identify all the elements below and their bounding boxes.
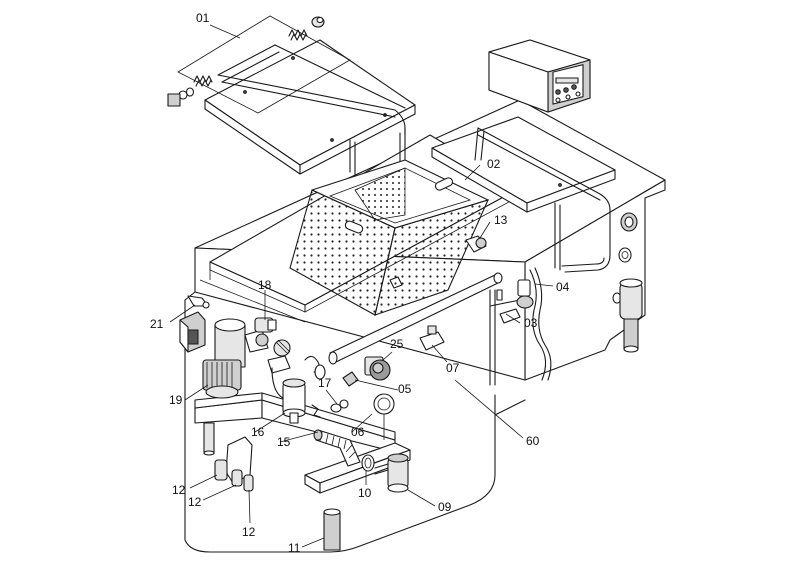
callout-13: 13 <box>494 213 508 227</box>
valve-18 <box>254 317 277 333</box>
callout-07: 07 <box>446 361 460 375</box>
right-cover-lid <box>431 116 616 213</box>
callout-18: 18 <box>258 278 272 292</box>
filter-16 <box>271 367 306 424</box>
flex-hose-15 <box>313 429 361 467</box>
clip-05 <box>342 371 359 387</box>
callout-11: 11 <box>288 541 301 555</box>
callout-12-b: 12 <box>188 495 202 509</box>
right-frame-handle <box>474 127 611 273</box>
frame-fasteners <box>167 15 351 114</box>
callout-09: 09 <box>438 500 452 514</box>
callout-06: 06 <box>351 425 365 439</box>
callout-17: 17 <box>318 376 332 390</box>
callout-15: 15 <box>277 435 291 449</box>
callout-60: 60 <box>526 434 540 448</box>
valve-07 <box>419 325 445 351</box>
pump-motor <box>202 318 291 399</box>
control-switch-box <box>179 311 206 353</box>
spring-left <box>167 75 213 107</box>
drain-valve-09 <box>374 453 409 493</box>
callout-04: 04 <box>556 280 570 294</box>
pipe-11 <box>323 508 341 551</box>
sensor-21 <box>187 295 210 309</box>
callout-01: 01 <box>196 11 210 25</box>
valves-12 <box>214 436 254 492</box>
callout-02: 02 <box>487 157 501 171</box>
right-piping <box>489 267 552 386</box>
callout-05: 05 <box>398 382 412 396</box>
gauge-06 <box>373 393 395 440</box>
side-controls <box>612 212 643 353</box>
callout-labels: 01 02 13 04 03 18 21 25 07 17 05 19 06 1… <box>150 11 570 555</box>
control-box <box>488 39 591 113</box>
callout-03: 03 <box>524 316 538 330</box>
callout-16: 16 <box>251 425 265 439</box>
callout-12-a: 12 <box>172 483 186 497</box>
fitting-13 <box>465 235 487 253</box>
callout-25: 25 <box>390 337 404 351</box>
callout-12-c: 12 <box>242 525 256 539</box>
leader-lines <box>169 24 554 548</box>
lid-frame-handle <box>217 44 406 176</box>
left-cover-lid <box>204 39 416 175</box>
callout-19: 19 <box>169 393 183 407</box>
ring-10 <box>361 454 375 472</box>
perforated-basket <box>289 159 489 316</box>
spring-right <box>288 16 325 41</box>
fittings-17 <box>304 355 349 418</box>
spray-bar <box>328 272 503 365</box>
callout-21: 21 <box>150 317 164 331</box>
cap-25 <box>364 356 391 381</box>
callout-10: 10 <box>358 486 372 500</box>
